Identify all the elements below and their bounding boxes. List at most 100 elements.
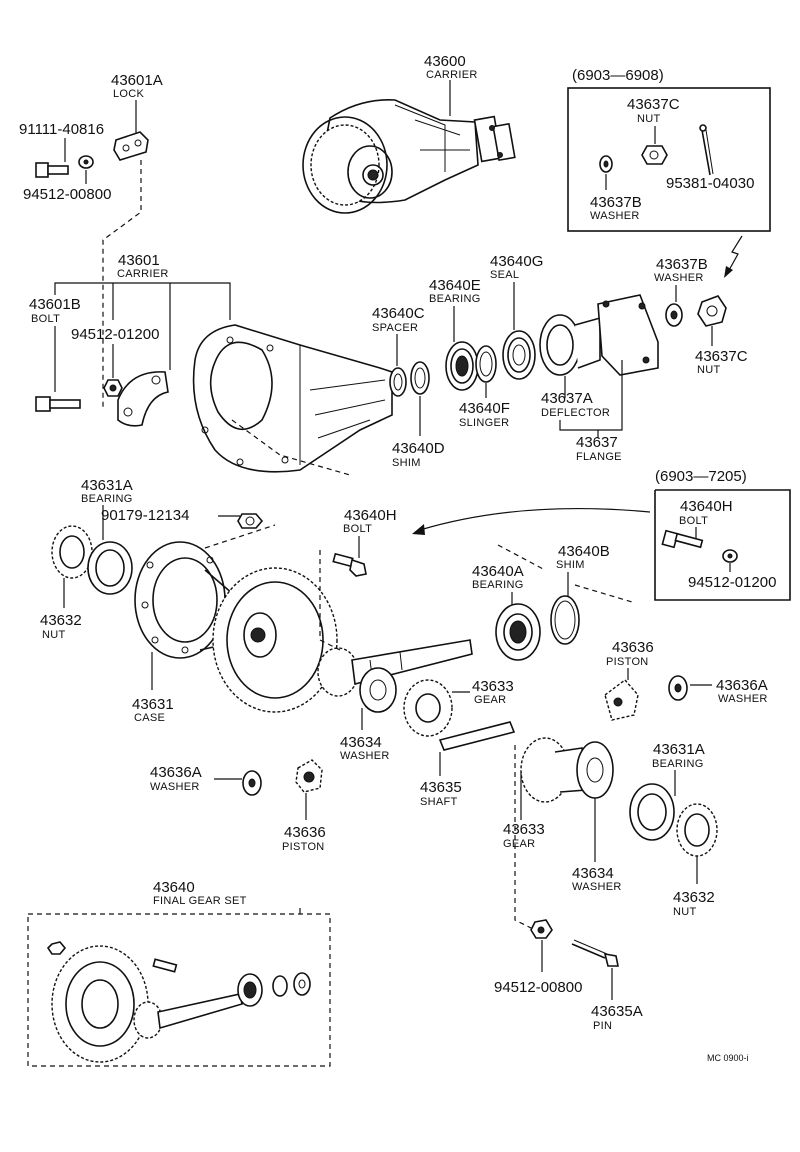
label-43637A-name: DEFLECTOR <box>541 407 610 419</box>
label-43640C-number: 43640C <box>372 305 425 322</box>
label-43640G-name: SEAL <box>490 269 519 281</box>
differential-carrier-assembly-43600 <box>302 99 516 214</box>
label-43636-l-name: PISTON <box>282 841 325 853</box>
inset-nut-name: NUT <box>637 113 661 125</box>
label-43640C-name: SPACER <box>372 322 418 334</box>
label-43640F-name: SLINGER <box>459 417 509 429</box>
pin-icon <box>571 939 619 967</box>
label-43636A-l-name: WASHER <box>150 781 200 793</box>
washer-icon <box>78 155 94 169</box>
label-43633-a-number: 43633 <box>472 678 514 695</box>
label-43636-l-number: 43636 <box>284 824 326 841</box>
label-94512-01200: 94512-01200 <box>71 326 159 343</box>
label-43601B-number: 43601B <box>29 296 81 313</box>
bolt-icon <box>35 162 69 178</box>
inset-washer-name: WASHER <box>590 210 640 222</box>
label-43601A-number: 43601A <box>111 72 163 89</box>
label-43635-name: SHAFT <box>420 796 458 808</box>
oil-seal-icon <box>502 330 536 380</box>
label-43637B-name: WASHER <box>654 272 704 284</box>
label-94512-00800-bot: 94512-00800 <box>494 979 582 996</box>
pinion-gear-icon <box>295 759 323 793</box>
cotter-pin-icon <box>699 124 714 176</box>
inset-washer-number: 43637B <box>590 194 642 211</box>
label-43636A-r-number: 43636A <box>716 677 768 694</box>
thrust-washer-icon <box>576 741 614 799</box>
shim-icon <box>410 361 430 395</box>
inset-pin-number: 95381-04030 <box>666 175 754 192</box>
inset-box-6903-7205: (6903—7205) 43640H BOLT 94512-01200 <box>654 468 791 601</box>
carrier-housing-icon <box>192 324 393 473</box>
washer-icon <box>722 549 738 563</box>
label-43640E-name: BEARING <box>429 293 481 305</box>
washer-icon <box>665 303 683 327</box>
nut-icon <box>697 295 727 327</box>
figure-code: MC 0900-i <box>707 1053 749 1063</box>
bolt-icon <box>237 513 264 529</box>
label-43637-number: 43637 <box>576 434 618 451</box>
label-43635A-name: PIN <box>593 1020 612 1032</box>
label-43640G-number: 43640G <box>490 253 543 270</box>
slinger-icon <box>475 345 497 383</box>
label-43636-r-name: PISTON <box>606 656 649 668</box>
nut-gear-icon <box>51 525 93 579</box>
nut-icon <box>46 941 67 955</box>
nut-gear-icon <box>676 803 718 857</box>
inset-nut-number: 43637C <box>627 96 680 113</box>
bearing-icon <box>445 341 479 391</box>
label-43636A-l-number: 43636A <box>150 764 202 781</box>
label-43631-name: CASE <box>134 712 165 724</box>
nut-icon <box>103 379 123 397</box>
inset-box-6903-6908: (6903—6908) 43637C NUT 43637B WASHER 953… <box>567 67 771 232</box>
washer-icon <box>668 675 688 701</box>
label-94512-00800-top: 94512-00800 <box>23 186 111 203</box>
label-43633-a-name: GEAR <box>474 694 506 706</box>
ring-gear-icon <box>212 567 338 713</box>
label-43635-number: 43635 <box>420 779 462 796</box>
side-bearing-icon <box>629 783 675 841</box>
companion-flange-icon <box>539 294 659 376</box>
label-43600-name: CARRIER <box>426 69 478 81</box>
label-43636-r-number: 43636 <box>612 639 654 656</box>
differential-case-icon <box>134 541 246 659</box>
label-43634-a-number: 43634 <box>340 734 382 751</box>
label-43600-number: 43600 <box>424 53 466 70</box>
label-43631A-r-name: BEARING <box>652 758 704 770</box>
final-gear-set-icon <box>46 941 311 1063</box>
label-43634-b-name: WASHER <box>572 881 622 893</box>
side-gear-icon <box>403 679 453 737</box>
label-43601-number: 43601 <box>118 252 160 269</box>
label-43632-l-number: 43632 <box>40 612 82 629</box>
inset2-header: (6903—7205) <box>655 468 747 485</box>
label-43640-name: FINAL GEAR SET <box>153 895 247 907</box>
inset-header: (6903—6908) <box>572 67 664 84</box>
side-bearing-icon <box>87 541 133 595</box>
inset2-bolt-number: 43640H <box>680 498 733 515</box>
label-43640H-name: BOLT <box>343 523 372 535</box>
label-43631A-l-number: 43631A <box>81 477 133 494</box>
bolt-icon <box>661 529 704 549</box>
pinion-shaft-icon <box>438 721 516 751</box>
label-43633-b-number: 43633 <box>503 821 545 838</box>
label-43637A-number: 43637A <box>541 390 593 407</box>
thrust-washer-icon <box>359 667 397 713</box>
label-43632-r-number: 43632 <box>673 889 715 906</box>
label-43637-name: FLANGE <box>576 451 622 463</box>
label-43632-l-name: NUT <box>42 629 66 641</box>
label-43633-b-name: GEAR <box>503 838 535 850</box>
washer-icon <box>599 155 613 173</box>
label-43601A-name: LOCK <box>113 88 145 100</box>
nut-icon <box>530 919 553 939</box>
label-43634-a-name: WASHER <box>340 750 390 762</box>
pinion-gear-icon <box>604 679 639 721</box>
label-43640B-name: SHIM <box>556 559 585 571</box>
label-43640B-number: 43640B <box>558 543 610 560</box>
castle-nut-icon <box>641 145 668 165</box>
bearing-cap-icon <box>117 371 169 427</box>
label-43640-number: 43640 <box>153 879 195 896</box>
label-43640D-name: SHIM <box>392 457 421 469</box>
label-43640H-number: 43640H <box>344 507 397 524</box>
shim-icon <box>550 595 580 645</box>
inset-frame <box>567 87 771 232</box>
